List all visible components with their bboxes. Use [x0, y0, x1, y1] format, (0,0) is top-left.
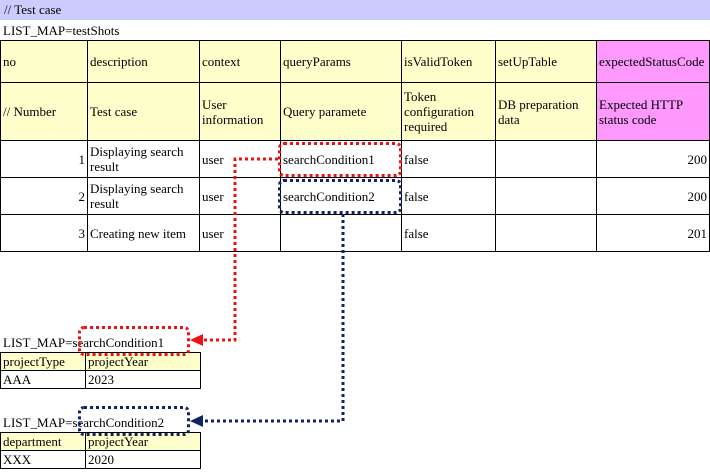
cond1-label-name: searchCondition1: [72, 335, 165, 350]
cond2-list-label: LIST_MAP=searchCondition2: [3, 415, 164, 431]
cell-context: user: [199, 177, 281, 215]
sheet-title: // Test case: [4, 2, 62, 17]
header-expected-status-code: expectedStatusCode: [596, 40, 710, 83]
cond2-cell-department: XXX: [0, 450, 86, 469]
highlight-query-condition2: [278, 179, 402, 214]
cond1-header-project-type: projectType: [0, 352, 86, 371]
cond1-cell-project-type: AAA: [0, 370, 86, 389]
cell-expected-status: 200: [596, 140, 710, 178]
cell-no: 2: [0, 177, 88, 215]
cond2-label-prefix: LIST_MAP=: [3, 415, 73, 430]
search-condition2-table: department projectYear XXX 2020: [0, 432, 201, 469]
cond2-header-row: department projectYear: [0, 432, 201, 451]
cell-expected-status: 201: [596, 214, 710, 252]
cell-no: 1: [0, 140, 88, 178]
subheader-db-preparation: DB preparation data: [495, 82, 597, 141]
table-row: AAA 2023: [0, 370, 201, 389]
header-context: context: [199, 40, 281, 83]
cond1-header-row: projectType projectYear: [0, 352, 201, 371]
table-row: 3 Creating new item user false 201: [0, 214, 710, 252]
cell-context: user: [199, 214, 281, 252]
cell-description: Displaying search result: [87, 140, 200, 178]
header-query-params: queryParams: [280, 40, 402, 83]
cond1-label-prefix: LIST_MAP=: [3, 335, 73, 350]
cond2-cell-project-year: 2020: [85, 450, 201, 469]
subheader-test-case: Test case: [87, 82, 200, 141]
cell-query-params: searchCondition1: [280, 140, 402, 178]
subheader-number: // Number: [0, 82, 88, 141]
cond1-header-project-year: projectYear: [85, 352, 201, 371]
cell-query-params: searchCondition2: [280, 177, 402, 215]
main-list-label: LIST_MAP=testShots: [3, 23, 120, 38]
header-setup-table: setUpTable: [495, 40, 597, 83]
cond2-label-name: searchCondition2: [72, 415, 165, 430]
highlight-label-condition2: [78, 406, 190, 436]
table-row: 2 Displaying search result user searchCo…: [0, 177, 710, 215]
subheader-user-information: User information: [199, 82, 281, 141]
subheader-row: // Number Test case User information Que…: [0, 82, 710, 141]
cell-setup-table: [495, 214, 597, 252]
cond2-header-department: department: [0, 432, 86, 451]
header-row: no description context queryParams isVal…: [0, 40, 710, 83]
header-no: no: [0, 40, 88, 83]
cond1-list-label: LIST_MAP=searchCondition1: [3, 335, 164, 351]
table-row: 1 Displaying search result user searchCo…: [0, 140, 710, 178]
highlight-label-condition1: [78, 326, 190, 356]
highlight-query-condition1: [278, 142, 402, 177]
red-connector-arrow: [190, 157, 278, 346]
subheader-query-parameter: Query paramete: [280, 82, 402, 141]
subheader-token-configuration: Token configuration required: [401, 82, 496, 141]
title-bar: // Test case: [0, 0, 710, 20]
navy-connector-arrow: [190, 214, 345, 427]
cond1-cell-project-year: 2023: [85, 370, 201, 389]
cell-query-params: [280, 214, 402, 252]
table-row: XXX 2020: [0, 450, 201, 469]
test-case-table: no description context queryParams isVal…: [0, 40, 710, 252]
search-condition1-table: projectType projectYear AAA 2023: [0, 352, 201, 389]
cell-no: 3: [0, 214, 88, 252]
